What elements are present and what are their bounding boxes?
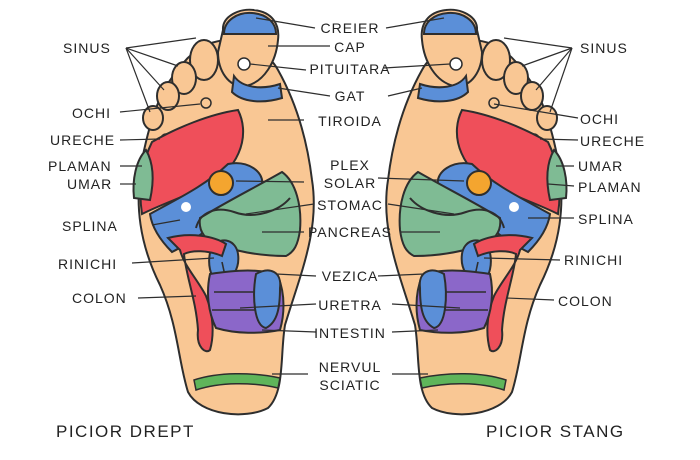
label-ureche-left-foot: URECHE: [580, 133, 646, 149]
left-foot: [385, 8, 568, 416]
label-umar-left-foot: UMAR: [578, 158, 624, 174]
label-plaman-right-foot: PLAMAN: [48, 158, 112, 174]
right-foot-shape: [132, 8, 315, 416]
label-solar: SOLAR: [323, 175, 377, 191]
caption-left-foot: PICIOR STANG: [486, 422, 625, 441]
label-sciatic: SCIATIC: [319, 377, 381, 393]
leader-lines: [119, 17, 579, 375]
label-pituitara: PITUITARA: [309, 61, 391, 77]
label-umar-right-foot: UMAR: [67, 176, 113, 192]
label-colon-right-foot: COLON: [72, 290, 127, 306]
label-gat: GAT: [334, 88, 366, 104]
label-stomac: STOMAC: [317, 197, 383, 213]
label-vezica: VEZICA: [321, 268, 379, 284]
label-rinichi-right-foot: RINICHI: [58, 256, 118, 272]
label-sinus-right-foot: SINUS: [63, 40, 111, 56]
label-intestin: INTESTIN: [314, 325, 386, 341]
label-splina-right-foot: SPLINA: [62, 218, 118, 234]
label-nervul: NERVUL: [318, 359, 382, 375]
label-rinichi-left-foot: RINICHI: [564, 252, 624, 268]
label-plaman-left-foot: PLAMAN: [578, 179, 642, 195]
label-plex: PLEX: [330, 157, 370, 173]
right-foot: [132, 8, 315, 416]
left-foot-shape: [385, 8, 568, 416]
label-colon-left-foot: COLON: [558, 293, 613, 309]
label-sinus-left-foot: SINUS: [580, 40, 628, 56]
caption-right-foot: PICIOR DREPT: [56, 422, 195, 441]
label-ochi-left-foot: OCHI: [580, 111, 619, 127]
label-pancreas: PANCREAS: [308, 224, 392, 240]
label-tiroida: TIROIDA: [318, 113, 382, 129]
label-ureche-right-foot: URECHE: [50, 132, 116, 148]
label-uretra: URETRA: [318, 297, 382, 313]
label-splina-left-foot: SPLINA: [578, 211, 634, 227]
label-creier: CREIER: [320, 20, 380, 36]
label-ochi-right-foot: OCHI: [72, 105, 111, 121]
label-cap: CAP: [334, 39, 366, 55]
